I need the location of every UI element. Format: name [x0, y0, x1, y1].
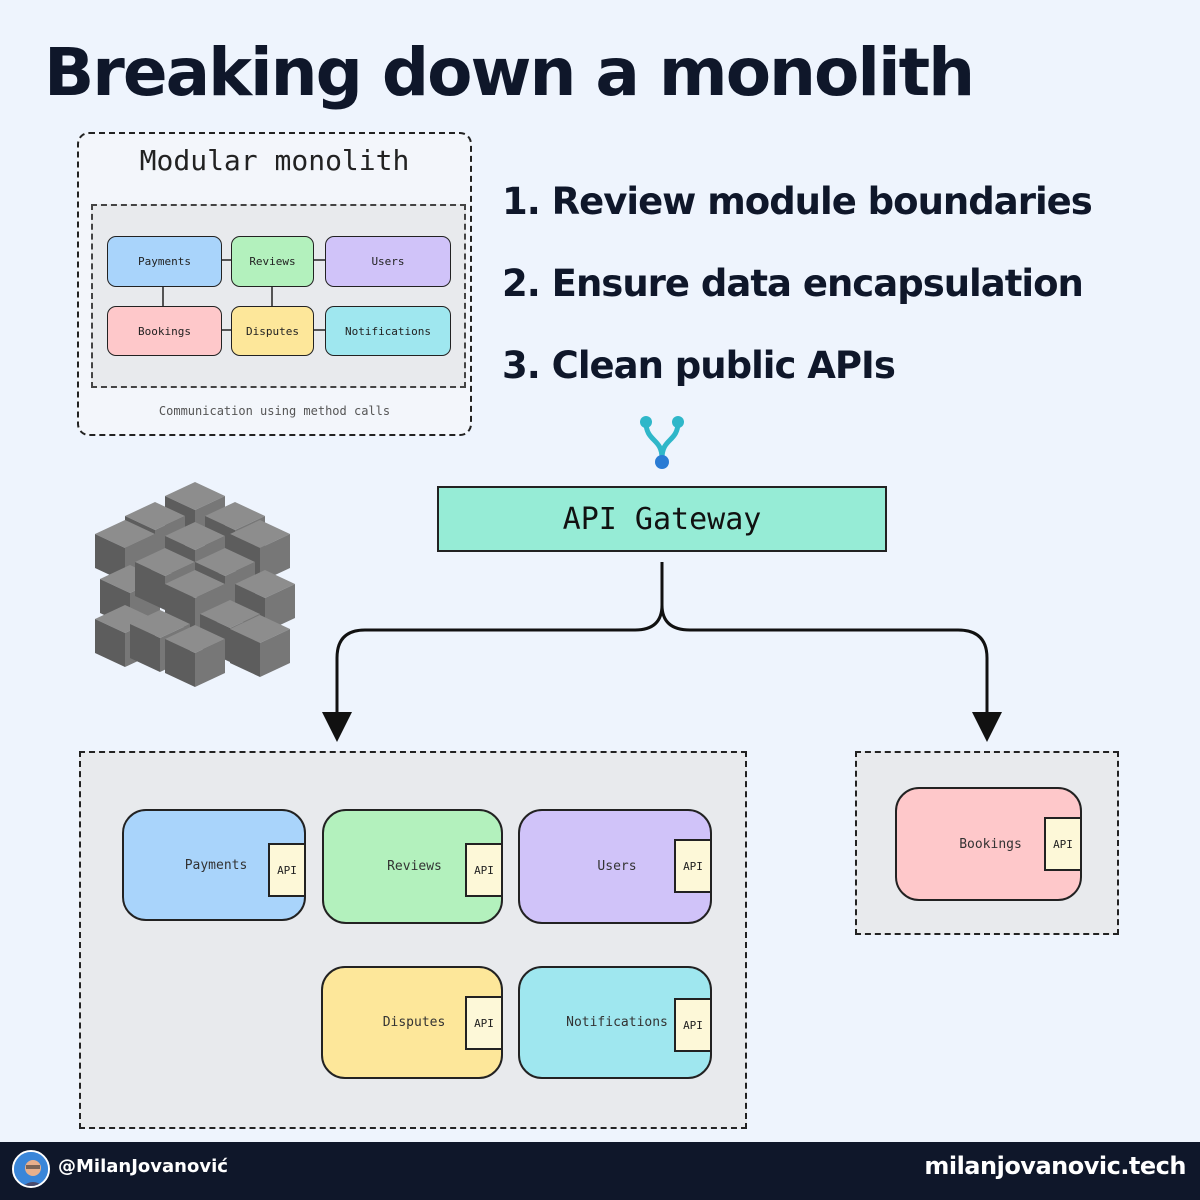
step-3: 3. Clean public APIs — [502, 344, 896, 387]
service-notifications-api: API — [674, 998, 712, 1052]
page-title: Breaking down a monolith — [44, 34, 975, 111]
module-bookings: Bookings — [107, 306, 222, 356]
service-bookings-api: API — [1044, 817, 1082, 871]
api-gateway: API Gateway — [437, 486, 887, 552]
site-url: milanjovanovic.tech — [924, 1152, 1186, 1180]
avatar-icon — [14, 1152, 48, 1186]
service-disputes: Disputes API — [321, 966, 503, 1079]
service-users: Users API — [518, 809, 712, 924]
module-payments: Payments — [107, 236, 222, 287]
arrow-head-right — [972, 712, 1002, 742]
service-notifications-label: Notifications — [566, 1015, 668, 1030]
service-users-label: Users — [597, 859, 637, 874]
service-reviews-label: Reviews — [387, 859, 442, 874]
step-1: 1. Review module boundaries — [502, 180, 1093, 223]
module-connectors — [162, 259, 325, 331]
module-users: Users — [325, 236, 451, 287]
service-notifications: Notifications API — [518, 966, 712, 1079]
modular-monolith-area: Payments Reviews Users Bookings Disputes… — [91, 204, 466, 388]
footer-bar: @MilanJovanović milanjovanovic.tech — [0, 1142, 1200, 1200]
services-zone: Payments API Reviews API Users API Dispu… — [79, 751, 747, 1129]
author-handle: @MilanJovanović — [58, 1156, 228, 1177]
service-users-api: API — [674, 839, 712, 893]
service-reviews: Reviews API — [322, 809, 503, 924]
branch-icon — [640, 416, 684, 469]
service-reviews-api: API — [465, 843, 503, 897]
service-payments: Payments API — [122, 809, 306, 921]
gateway-arrows — [322, 562, 1002, 742]
service-disputes-api: API — [465, 996, 503, 1050]
bookings-zone: Bookings API — [855, 751, 1119, 935]
modular-monolith-panel: Modular monolith Payments Reviews Users … — [77, 132, 472, 436]
module-notifications: Notifications — [325, 306, 451, 356]
service-bookings: Bookings API — [895, 787, 1082, 901]
module-reviews: Reviews — [231, 236, 314, 287]
modular-monolith-title: Modular monolith — [139, 144, 410, 177]
service-payments-api: API — [268, 843, 306, 897]
step-2: 2. Ensure data encapsulation — [502, 262, 1084, 305]
service-disputes-label: Disputes — [382, 1015, 446, 1030]
modular-monolith-caption: Communication using method calls — [158, 404, 391, 418]
service-bookings-label: Bookings — [959, 836, 1022, 852]
avatar — [12, 1150, 50, 1188]
module-disputes: Disputes — [231, 306, 314, 356]
arrow-head-left — [322, 712, 352, 742]
service-payments-label: Payments — [184, 857, 248, 873]
